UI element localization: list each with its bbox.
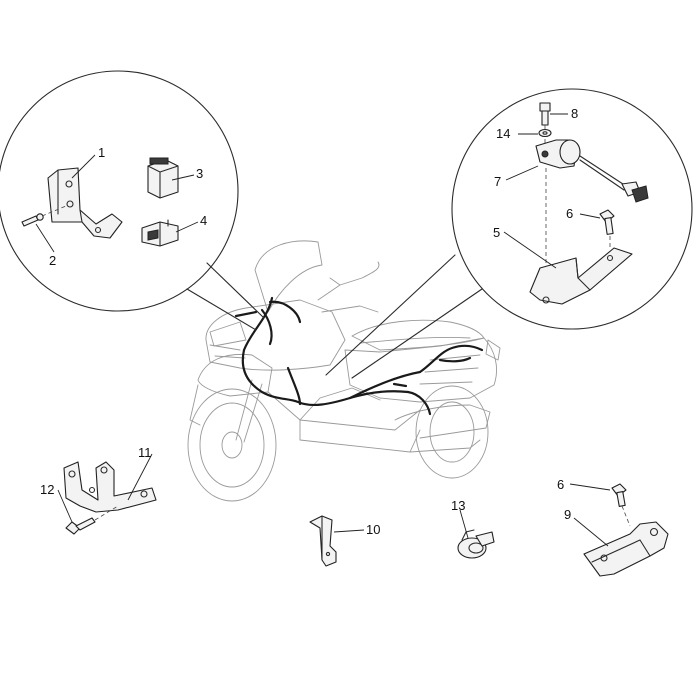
callout-numbers: 1 2 3 4 5 6 6 7 8 9 10 11 12 13 14 bbox=[40, 106, 578, 537]
callout-1: 1 bbox=[98, 145, 105, 160]
callout-7: 7 bbox=[494, 174, 501, 189]
washer-part-14 bbox=[538, 128, 552, 138]
scooter-outline bbox=[187, 240, 501, 502]
callout-6-lower: 6 bbox=[557, 477, 564, 492]
callout-4: 4 bbox=[200, 213, 207, 228]
bracket-part-1 bbox=[47, 167, 123, 239]
screw-part-12 bbox=[65, 505, 119, 535]
bracket-part-10 bbox=[309, 515, 337, 567]
relay-part-3 bbox=[147, 157, 179, 199]
callout-9: 9 bbox=[564, 507, 571, 522]
callout-2: 2 bbox=[49, 253, 56, 268]
bolt-part-8 bbox=[539, 102, 551, 150]
detail-circle-left bbox=[0, 70, 265, 331]
callout-3: 3 bbox=[196, 166, 203, 181]
bracket-part-11 bbox=[63, 461, 157, 513]
callout-11: 11 bbox=[138, 445, 152, 460]
callout-10: 10 bbox=[366, 522, 380, 537]
callout-13: 13 bbox=[451, 498, 465, 513]
callout-12: 12 bbox=[40, 482, 54, 497]
callout-6-upper: 6 bbox=[566, 206, 573, 221]
wiring-harness bbox=[234, 296, 484, 416]
bolt-part-6-lower bbox=[611, 483, 631, 527]
clip-part-13 bbox=[457, 529, 495, 559]
bracket-part-5 bbox=[529, 247, 633, 305]
callout-8: 8 bbox=[571, 106, 578, 121]
screw-part-2 bbox=[21, 205, 67, 227]
detail-circle-right bbox=[325, 88, 693, 379]
bolt-part-6-upper bbox=[599, 209, 615, 250]
callout-14: 14 bbox=[496, 126, 510, 141]
sensor-part-7 bbox=[535, 139, 649, 268]
bracket-part-9 bbox=[583, 521, 669, 577]
leader-lines bbox=[35, 113, 611, 547]
connector-part-4 bbox=[141, 219, 179, 247]
callout-5: 5 bbox=[493, 225, 500, 240]
